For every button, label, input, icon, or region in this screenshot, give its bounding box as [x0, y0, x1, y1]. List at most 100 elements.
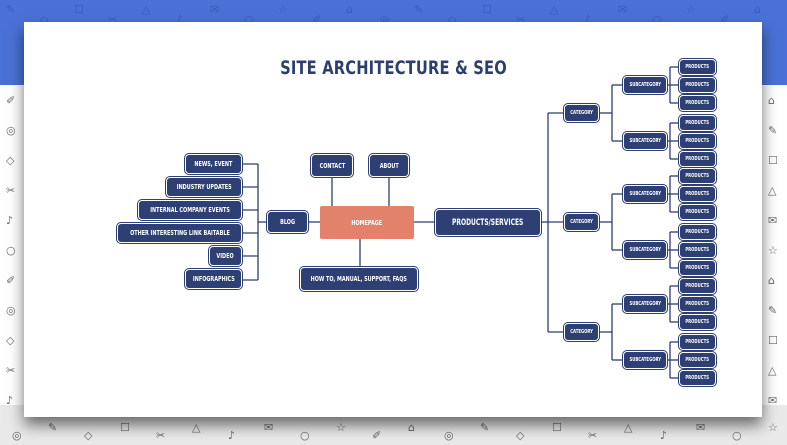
contact-node: CONTACT [312, 155, 352, 176]
blog-node: BLOG [268, 212, 307, 232]
products-node: PRODUCTS [680, 116, 715, 130]
doodle-glyph: ✉ [618, 3, 628, 16]
products-node: PRODUCTS [680, 279, 715, 293]
doodle-glyph: ✐ [372, 429, 382, 442]
doodle-glyph: ☆ [768, 244, 778, 257]
doodle-glyph: ✎ [480, 421, 490, 434]
subcategory-node: SUBCATEGORY [624, 242, 666, 258]
products-node: PRODUCTS [680, 243, 715, 257]
doodle-glyph: ✐ [312, 13, 322, 26]
doodle-glyph: ◎ [6, 304, 16, 317]
diagram-title: SITE ARCHITECTURE & SEO [280, 57, 507, 79]
doodle-glyph: ✎ [768, 304, 778, 317]
products-node: PRODUCTS [680, 60, 715, 74]
doodle-glyph: ✉ [210, 3, 220, 16]
doodle-glyph: ☐ [482, 3, 492, 16]
products-node: PRODUCTS [680, 152, 715, 166]
products-node: PRODUCTS [680, 169, 715, 183]
doodle-glyph: ⌂ [408, 421, 415, 434]
doodle-glyph: ☐ [120, 421, 130, 434]
doodle-glyph: ✂ [156, 429, 166, 442]
doodle-glyph: ☆ [278, 3, 288, 16]
doodle-glyph: ✉ [768, 214, 778, 227]
blog-child-video: VIDEO [210, 247, 241, 265]
doodle-glyph: ◇ [6, 334, 15, 347]
blog-child-infographics: INFOGRAPHICS [186, 270, 241, 288]
doodle-glyph: ○ [244, 13, 254, 26]
doodle-glyph: ⌂ [768, 274, 775, 287]
subcategory-node: SUBCATEGORY [624, 133, 666, 149]
doodle-glyph: ⌂ [346, 3, 353, 16]
products-node: PRODUCTS [680, 353, 715, 367]
doodle-glyph: ◇ [448, 13, 457, 26]
doodle-glyph: ◇ [516, 429, 525, 442]
doodle-glyph: ♪ [584, 13, 592, 26]
doodle-glyph: △ [768, 364, 777, 377]
products-node: PRODUCTS [680, 78, 715, 92]
products-node: PRODUCTS [680, 335, 715, 349]
doodle-glyph: ♪ [228, 429, 236, 442]
products-node: PRODUCTS [680, 225, 715, 239]
doodle-glyph: ✎ [6, 3, 16, 16]
doodle-glyph: ✉ [264, 421, 274, 434]
doodle-glyph: △ [624, 421, 633, 434]
doodle-glyph: △ [192, 421, 201, 434]
doodle-glyph: ◎ [444, 429, 454, 442]
doodle-glyph: ◎ [6, 124, 16, 137]
doodle-glyph: ✉ [696, 421, 706, 434]
blog-child-link-baitable: OTHER INTERESTING LINK BAITABLE [118, 224, 241, 242]
doodle-glyph: △ [550, 3, 559, 16]
doodle-glyph: ○ [652, 13, 662, 26]
subcategory-node: SUBCATEGORY [624, 77, 666, 93]
products-node: PRODUCTS [680, 205, 715, 219]
subcategory-node: SUBCATEGORY [624, 352, 666, 368]
doodle-glyph: ☐ [74, 3, 84, 16]
category-node: CATEGORY [565, 214, 598, 230]
doodle-glyph: ✂ [588, 429, 598, 442]
products-node: PRODUCTS [680, 297, 715, 311]
doodle-glyph: ⌂ [754, 3, 761, 16]
doodle-glyph: ☆ [768, 421, 778, 434]
doodle-glyph: ◎ [12, 429, 22, 442]
doodle-glyph: ✎ [48, 421, 58, 434]
doodle-glyph: ♪ [6, 214, 14, 227]
subcategory-node: SUBCATEGORY [624, 296, 666, 312]
doodle-glyph: ○ [300, 429, 310, 442]
doodle-glyph: ☐ [768, 334, 778, 347]
doodle-glyph: ⌂ [768, 94, 775, 107]
doodle-glyph: ✂ [6, 364, 16, 377]
doodle-glyph: ✂ [6, 184, 16, 197]
products-node: PRODUCTS [680, 134, 715, 148]
doodle-glyph: ✎ [768, 124, 778, 137]
doodle-glyph: ✂ [108, 13, 118, 26]
doodle-glyph: ✐ [6, 274, 16, 287]
doodle-strip-right [762, 85, 787, 405]
doodle-glyph: ☆ [686, 3, 696, 16]
doodle-glyph: ☆ [336, 421, 346, 434]
about-node: ABOUT [370, 155, 408, 176]
doodle-glyph: ○ [6, 244, 16, 257]
how-to-node: HOW TO, MANUAL, SUPPORT, FAQS [301, 268, 417, 290]
blog-child-news-event: NEWS, EVENT [186, 155, 241, 173]
doodle-glyph: ✎ [414, 3, 424, 16]
doodle-glyph: ✐ [720, 13, 730, 26]
products-services-node: PRODUCTS/SERVICES [436, 210, 540, 235]
doodle-glyph: ☐ [552, 421, 562, 434]
doodle-glyph: ♪ [176, 13, 184, 26]
products-node: PRODUCTS [680, 371, 715, 385]
doodle-glyph: ✂ [516, 13, 526, 26]
doodle-glyph: △ [768, 184, 777, 197]
homepage-node: HOMEPAGE [320, 206, 414, 239]
doodle-glyph: ♪ [6, 394, 14, 407]
doodle-glyph: ♪ [660, 429, 668, 442]
doodle-glyph: ✉ [768, 394, 778, 407]
products-node: PRODUCTS [680, 315, 715, 329]
doodle-glyph: ◇ [6, 154, 15, 167]
category-node: CATEGORY [565, 105, 598, 121]
category-node: CATEGORY [565, 324, 598, 340]
subcategory-node: SUBCATEGORY [624, 186, 666, 202]
doodle-glyph: ◇ [40, 13, 49, 26]
doodle-glyph: △ [142, 3, 151, 16]
doodle-glyph: ◇ [84, 429, 93, 442]
